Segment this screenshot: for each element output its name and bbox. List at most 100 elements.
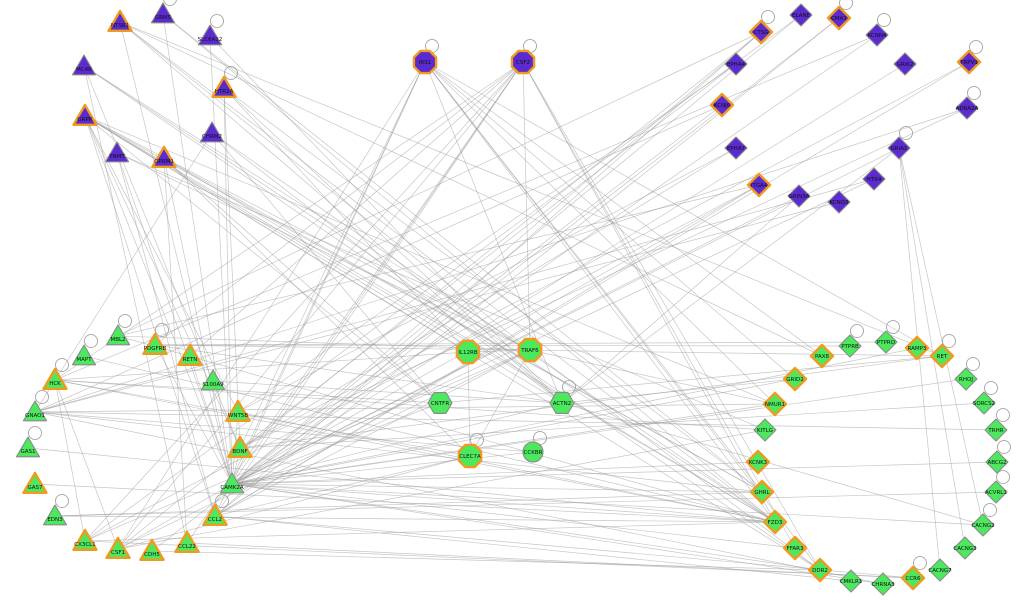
node-CSF2[interactable]: CSF2 [510, 39, 537, 75]
node-PTPRB[interactable]: PTPRB [838, 324, 864, 358]
node-shape[interactable] [71, 344, 97, 366]
node-GRIN3A[interactable]: GRIN3A [787, 184, 811, 208]
node-CNTFR[interactable]: CNTFR [427, 392, 453, 414]
node-shape[interactable] [782, 366, 808, 392]
node-shape[interactable] [22, 471, 48, 494]
node-shape[interactable] [874, 330, 898, 354]
node-shape[interactable] [42, 504, 68, 526]
node-PNMT[interactable]: PNMT [104, 141, 130, 163]
node-shape[interactable] [900, 565, 926, 591]
node-shape[interactable] [72, 528, 98, 551]
node-shape[interactable] [972, 391, 996, 415]
node-shape[interactable] [971, 513, 995, 537]
node-RETN[interactable]: RETN [177, 343, 203, 366]
node-shape[interactable] [71, 54, 97, 76]
node-CDH5[interactable]: CDH5 [139, 538, 165, 561]
node-GRIK2[interactable]: GRIK2 [893, 52, 917, 76]
node-shape[interactable] [151, 145, 177, 169]
node-KCNQ3[interactable]: KCNQ3 [827, 190, 851, 214]
node-CCL2[interactable]: CCL2 [202, 494, 229, 526]
node-shape[interactable] [457, 443, 483, 469]
node-MAPT[interactable]: MAPT [71, 334, 98, 366]
node-shape[interactable] [709, 92, 735, 118]
node-HTR2A[interactable]: HTR2A [211, 66, 238, 99]
node-shape[interactable] [746, 172, 772, 198]
node-shape[interactable] [219, 472, 245, 494]
node-shape[interactable] [200, 369, 226, 391]
node-shape[interactable] [838, 334, 862, 358]
node-shape[interactable] [104, 141, 130, 163]
node-shape[interactable] [724, 136, 748, 160]
node-ABCG2[interactable]: ABCG2 [985, 440, 1011, 474]
node-SORCS2[interactable]: SORCS2 [972, 381, 998, 415]
node-MBL2[interactable]: MBL2 [105, 314, 132, 346]
node-DDR2[interactable]: DDR2 [807, 557, 833, 583]
node-CCKBR[interactable]: CCKBR [522, 431, 547, 463]
node-shape[interactable] [984, 480, 1008, 504]
node-IRS1[interactable]: IRS1 [412, 39, 439, 75]
node-shape[interactable] [954, 367, 978, 391]
node-OPRM1[interactable]: OPRM1 [151, 145, 177, 169]
node-GRIA1[interactable]: GRIA1 [887, 126, 913, 160]
node-WNT5B[interactable]: WNT5B [225, 399, 251, 422]
node-shape[interactable] [72, 103, 98, 127]
node-EDN3[interactable]: EDN3 [42, 494, 69, 526]
node-shape[interactable] [517, 337, 543, 363]
node-shape[interactable] [893, 52, 917, 76]
node-HTR4[interactable]: HTR4 [862, 167, 886, 191]
node-GRID2[interactable]: GRID2 [782, 366, 808, 392]
node-shape[interactable] [887, 136, 911, 160]
node-CMA1[interactable]: CMA1 [826, 0, 853, 31]
node-shape[interactable] [42, 367, 68, 390]
node-shape[interactable] [809, 343, 835, 369]
node-GAS7[interactable]: GAS7 [22, 471, 48, 494]
node-shape[interactable] [955, 96, 979, 120]
node-GNAO1[interactable]: GNAO1 [22, 390, 49, 422]
node-CACNG7[interactable]: CACNG7 [928, 558, 952, 582]
node-KCNN4[interactable]: KCNN4 [865, 13, 891, 47]
node-shape[interactable] [105, 324, 131, 346]
node-KITLG[interactable]: KITLG [753, 418, 777, 442]
node-CSF1[interactable]: CSF1 [105, 536, 131, 559]
node-shape[interactable] [199, 121, 225, 143]
node-shape[interactable] [748, 19, 774, 45]
node-KCNJ6[interactable]: KCNJ6 [709, 92, 735, 118]
node-shape[interactable] [510, 49, 536, 75]
node-shape[interactable] [749, 479, 775, 505]
node-shape[interactable] [953, 536, 977, 560]
node-shape[interactable] [789, 3, 813, 27]
node-shape[interactable] [22, 400, 48, 422]
node-GRM5[interactable]: GRM5 [150, 0, 177, 24]
node-PTPRO[interactable]: PTPRO [874, 320, 900, 354]
node-TRPV1[interactable]: TRPV1 [956, 40, 983, 75]
node-CCR6[interactable]: CCR6 [900, 556, 927, 591]
node-TRAF6[interactable]: TRAF6 [517, 337, 543, 363]
node-shape[interactable] [142, 332, 168, 355]
node-PDGFRB[interactable]: PDGFRB [142, 323, 169, 355]
node-shape[interactable] [782, 535, 808, 561]
node-shape[interactable] [455, 339, 481, 365]
node-shape[interactable] [522, 441, 544, 463]
node-shape[interactable] [150, 2, 176, 24]
node-IL12RB1[interactable]: IL12RB [455, 339, 481, 365]
node-PAX8[interactable]: PAX8 [809, 343, 835, 369]
node-EPHA7[interactable]: EPHA7 [724, 136, 748, 160]
node-shape[interactable] [984, 418, 1008, 442]
node-shape[interactable] [227, 435, 253, 458]
node-shape[interactable] [724, 52, 748, 76]
node-shape[interactable] [762, 391, 788, 417]
node-shape[interactable] [753, 418, 777, 442]
node-shape[interactable] [549, 392, 575, 414]
node-shape[interactable] [985, 450, 1009, 474]
node-RHOJ[interactable]: RHOJ [954, 357, 980, 391]
node-ELANE[interactable]: ELANE [789, 3, 813, 27]
node-shape[interactable] [412, 49, 438, 75]
node-MC4R[interactable]: MC4R [71, 54, 97, 76]
node-shape[interactable] [787, 184, 811, 208]
node-shape[interactable] [105, 536, 131, 559]
node-EPHA4[interactable]: EPHA4 [724, 52, 748, 76]
node-ADRA2A[interactable]: ADRA2A [955, 86, 981, 120]
node-shape[interactable] [745, 449, 771, 475]
node-shape[interactable] [174, 530, 200, 553]
